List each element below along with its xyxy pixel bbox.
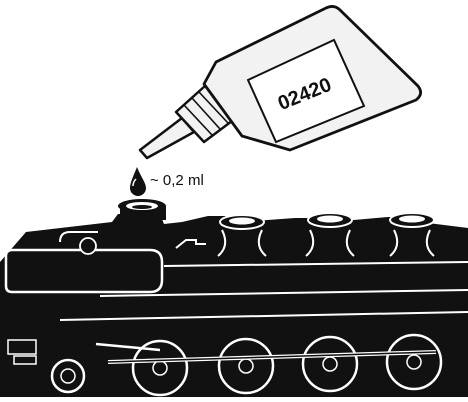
oil-bottle: 02420 [140, 6, 421, 158]
smoke-deflector [6, 250, 162, 292]
locomotive [0, 199, 468, 397]
boiler-domes [220, 213, 434, 229]
oil-drop-group: ~ 0,2 ml [130, 167, 204, 196]
oil-amount-label: ~ 0,2 ml [150, 172, 204, 189]
oil-drop-icon [130, 167, 146, 196]
chimney-opening [118, 199, 166, 220]
